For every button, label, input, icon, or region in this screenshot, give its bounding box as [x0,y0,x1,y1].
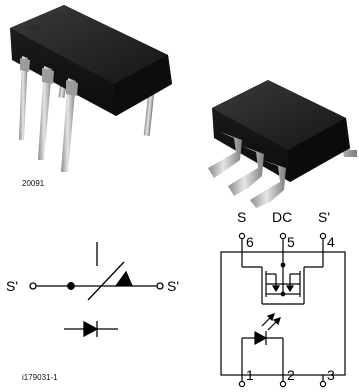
led-symbol [241,330,284,375]
pin-2-terminal [279,380,287,388]
switch-left-terminal [29,282,37,290]
dip-front-leads [19,56,78,172]
pin-5-terminal [279,232,287,240]
diode-symbol [64,320,118,338]
switch-right-terminal [156,282,164,290]
smd-front-leads [208,132,286,208]
pin-name-4: S' [318,209,330,225]
switch-blade [87,261,125,301]
ic-pinout-diagram: S DC S' 6 5 4 [220,209,346,388]
pin-4-terminal [319,232,327,240]
pin-3-terminal [319,380,327,388]
pin-number-2: 2 [287,367,295,383]
switch-left-terminal-label: S' [6,278,18,294]
pin-number-5: 5 [287,234,295,250]
light-emission-arrows [261,313,281,331]
switch-right-terminal-label: S' [167,278,179,294]
pin-name-6: S [237,209,246,225]
pin-number-4: 4 [327,234,335,250]
pin-name-5: DC [272,209,292,225]
pin-1-terminal [238,380,246,388]
smd-package-photo [208,80,357,208]
pin-number-1: 1 [246,367,254,383]
switch-symbol: S' S' [6,242,179,301]
pin-6-terminal [238,232,246,240]
switch-contact-triangle [114,270,133,287]
pin-number-3: 3 [327,367,335,383]
photo-code-label: 20091 [22,179,45,188]
pin-number-6: 6 [246,234,254,250]
mosfet-pair [261,262,305,305]
dip-package-photo [10,5,172,172]
figure-code-label: i179031-1 [22,373,58,382]
